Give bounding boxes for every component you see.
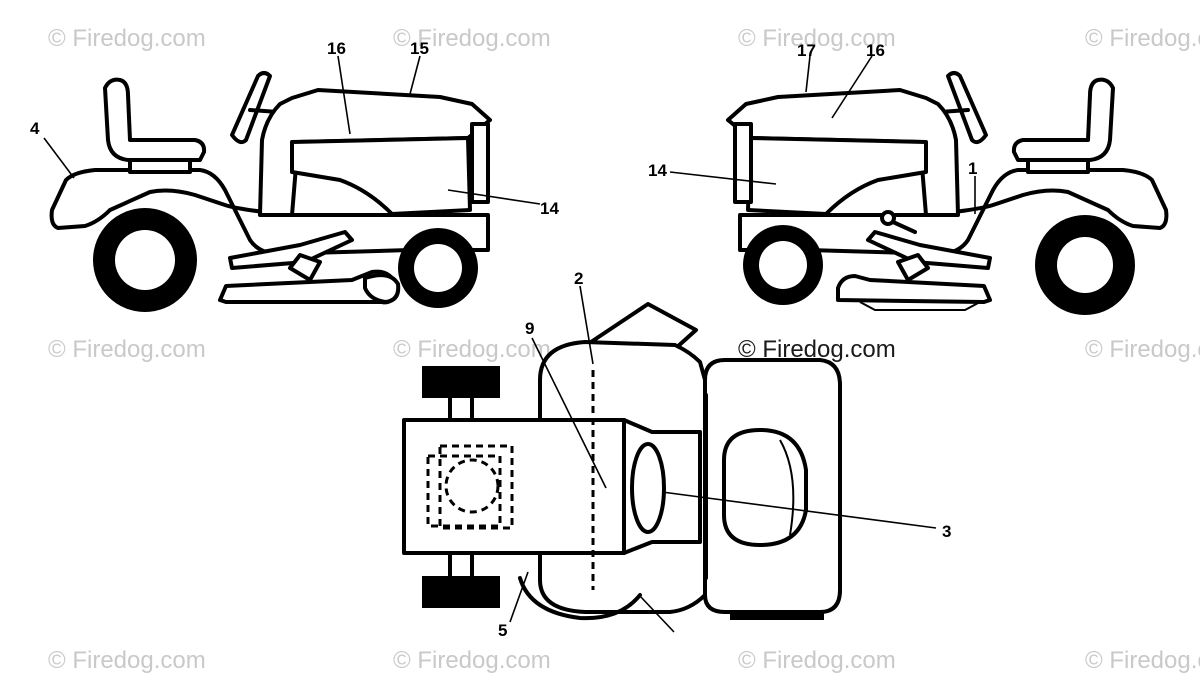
leader-line (337, 55, 351, 135)
leader-line (805, 55, 811, 93)
rear-wheel (730, 610, 824, 620)
front-axle (448, 396, 474, 578)
leader-line (579, 285, 594, 365)
front-hub (759, 241, 807, 289)
watermark-text: © Firedog.com (393, 647, 551, 674)
deck-lift-bracket (228, 230, 354, 270)
engine-outline (426, 454, 502, 528)
front-grille (470, 122, 490, 204)
front-grille (733, 122, 753, 204)
watermark-text: © Firedog.com (738, 647, 896, 674)
callout-number: 4 (30, 119, 40, 138)
deck-skirt (859, 301, 981, 311)
engine-outline (438, 444, 514, 530)
tractor-top-view (402, 302, 842, 621)
callout-number: 14 (648, 161, 667, 180)
steering-wheel (946, 71, 988, 145)
watermark-text: © Firedog.com (48, 647, 206, 674)
front-wheel-right (422, 576, 500, 608)
callout-number: 9 (525, 319, 534, 338)
watermark-text: © Firedog.com (738, 25, 896, 52)
seat-base (1026, 158, 1090, 174)
leader-lines (43, 55, 976, 633)
steering-wheel (230, 71, 272, 145)
callout-labels: 4 16 15 14 17 16 14 1 2 9 3 5 (30, 39, 977, 640)
callout-number: 1 (968, 159, 977, 178)
discharge-chute (363, 273, 401, 304)
seat-base (128, 158, 192, 174)
leader-line (831, 55, 873, 119)
watermark-text: © Firedog.com (393, 25, 551, 52)
engine-flywheel (444, 458, 500, 514)
steering-wheel-top (630, 442, 666, 534)
leader-line (669, 171, 777, 185)
callout-number: 5 (498, 621, 507, 640)
callout-number: 2 (574, 269, 583, 288)
leader-line (43, 137, 75, 179)
key-handle (891, 220, 917, 234)
seat-bolster (779, 439, 795, 536)
hood (746, 136, 928, 216)
deck-hanger (288, 253, 322, 282)
seat (1011, 77, 1115, 162)
callout-number: 15 (410, 39, 429, 58)
hood (290, 136, 472, 216)
callout-number: 16 (866, 41, 885, 60)
rear-hub (115, 230, 175, 290)
watermark-text: © Firedog.com (1085, 647, 1200, 674)
leader-line (661, 491, 937, 529)
callout-number: 17 (797, 41, 816, 60)
watermark-text: © Firedog.com (1085, 336, 1200, 363)
hood-top (402, 418, 626, 555)
leader-line (531, 337, 607, 489)
watermark-text: © Firedog.com (48, 25, 206, 52)
rear-hub (1057, 237, 1113, 293)
deck-hanger (896, 253, 930, 282)
watermark-text: © Firedog.com (48, 336, 206, 363)
ignition-key (880, 210, 896, 226)
leader-line (409, 55, 421, 95)
callout-number: 14 (540, 199, 559, 218)
mower-deck-edge (518, 576, 642, 621)
seat-top (722, 428, 808, 547)
leader-line (639, 595, 675, 633)
tractor-right-side-view (726, 71, 1169, 315)
tractor-left-side-view (49, 71, 492, 312)
watermark-text: © Firedog.com (393, 336, 551, 363)
callout-number: 16 (327, 39, 346, 58)
watermark-layer: © Firedog.com © Firedog.com © Firedog.co… (48, 25, 1200, 674)
front-hub (414, 244, 462, 292)
leader-line (447, 189, 541, 205)
front-wheel-left (422, 366, 500, 398)
leader-line (509, 571, 529, 623)
callout-number: 3 (942, 522, 951, 541)
deck-lift-bracket (866, 230, 992, 270)
mower-deck (836, 274, 992, 304)
seat (103, 77, 207, 162)
watermark-text: © Firedog.com (1085, 25, 1200, 52)
